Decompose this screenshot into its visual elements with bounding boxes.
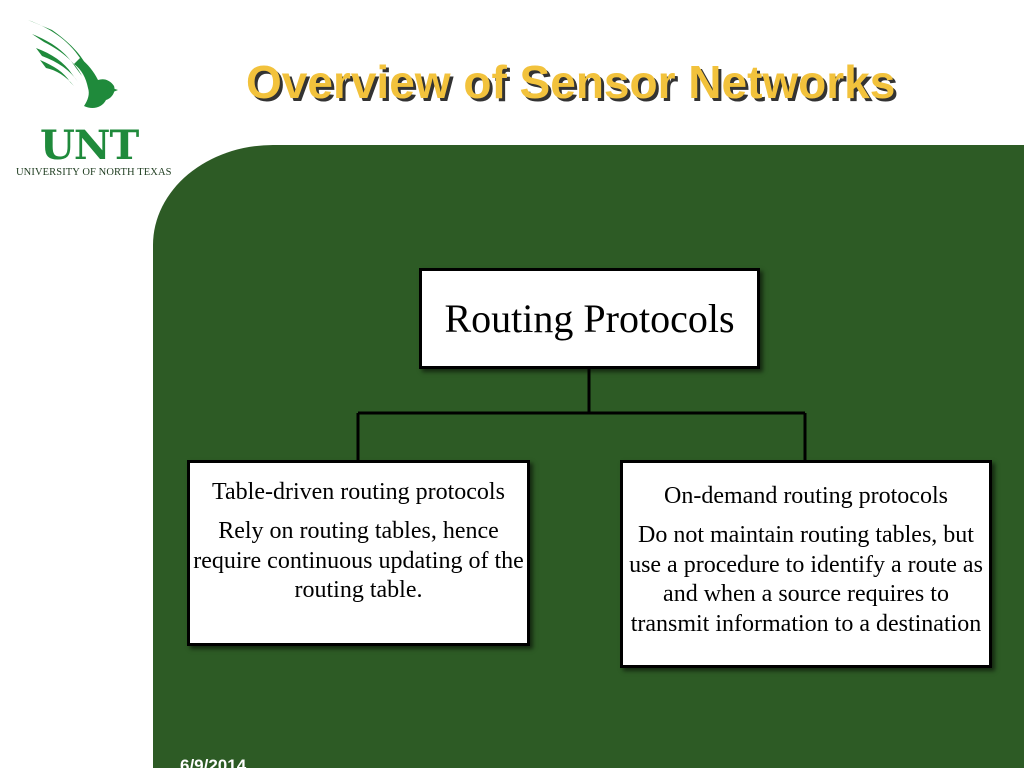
root-node-label: Routing Protocols xyxy=(444,296,735,341)
child-node-on-demand: On-demand routing protocols Do not maint… xyxy=(620,460,992,668)
child-node-table-driven: Table-driven routing protocols Rely on r… xyxy=(187,460,530,646)
logo-wordmark: UNT xyxy=(40,122,139,169)
slide-date: 6/9/2014 xyxy=(180,756,247,775)
node-description: Rely on routing tables, hence require co… xyxy=(193,518,524,603)
node-description: Do not maintain routing tables, but use … xyxy=(629,522,983,637)
node-title: On-demand routing protocols xyxy=(664,483,948,509)
root-node: Routing Protocols xyxy=(419,268,760,369)
slide-title: Overview of Sensor Networks xyxy=(246,56,896,108)
unt-logo: UNT UNIVERSITY OF NORTH TEXAS xyxy=(14,14,176,184)
logo-subtitle: UNIVERSITY OF NORTH TEXAS xyxy=(16,167,172,178)
node-title: Table-driven routing protocols xyxy=(212,479,505,505)
eagle-icon xyxy=(28,20,118,108)
